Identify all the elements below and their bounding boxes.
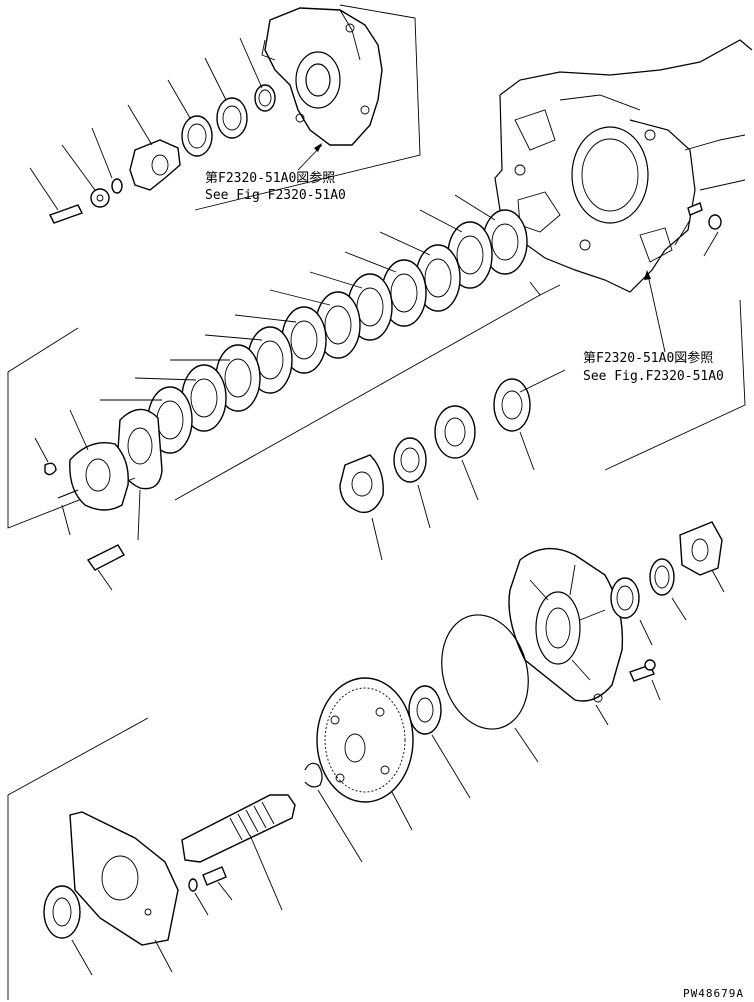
middle-bearings	[339, 369, 566, 561]
clutch-leaders	[100, 194, 496, 401]
lower-small-parts	[188, 866, 233, 916]
transmission-case	[494, 39, 753, 293]
upper-ref-jp: 第F2320-51A0図参照	[205, 170, 335, 186]
upper-leaders	[29, 37, 263, 211]
upper-housing	[261, 7, 383, 146]
case-ref-arrow	[644, 270, 666, 353]
lower-bracket	[7, 717, 149, 1000]
rear-cover-parts	[595, 521, 725, 726]
large-gear	[316, 677, 414, 831]
output-shaft	[181, 794, 296, 911]
case-ref-jp: 第F2320-51A0図参照	[583, 350, 713, 366]
left-bracket	[7, 327, 136, 529]
rear-cover	[508, 547, 624, 703]
case-ref-en: See Fig.F2320-51A0	[583, 369, 724, 384]
clutch-pack	[117, 209, 528, 490]
o-ring	[441, 614, 529, 730]
drawing-code: PW48679A	[683, 987, 744, 1000]
lower-bearing	[43, 885, 81, 939]
left-small-parts	[34, 409, 141, 591]
case-side-parts	[674, 202, 722, 257]
bearing	[408, 685, 442, 735]
cover-plate	[69, 811, 179, 973]
case-bracket	[604, 299, 746, 471]
upper-bracket	[194, 4, 421, 211]
upper-small-parts	[49, 84, 276, 224]
snap-ring	[304, 762, 323, 788]
upper-ref-en: See Fig F2320-51A0	[205, 188, 346, 203]
upper-ref-arrow	[297, 143, 323, 171]
